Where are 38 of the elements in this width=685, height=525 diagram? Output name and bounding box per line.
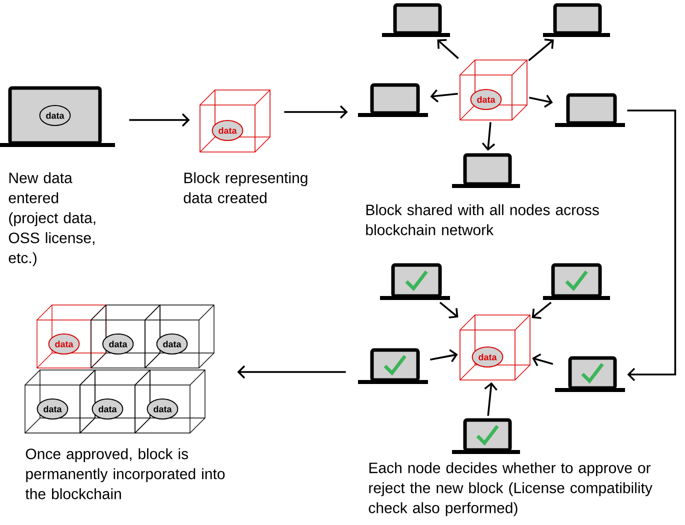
arrow — [528, 38, 554, 62]
arrow — [430, 89, 458, 103]
arrow — [237, 365, 346, 379]
block-cube: data — [460, 314, 530, 380]
node-label: Block representing data created — [184, 172, 308, 204]
node-label: data — [163, 340, 182, 348]
laptop-icon — [380, 263, 450, 300]
node-label: data — [98, 406, 117, 412]
arrow — [482, 122, 496, 151]
node-label: data — [55, 340, 74, 348]
arrow — [484, 382, 498, 416]
arrow — [439, 302, 458, 318]
laptop-icon — [543, 3, 610, 37]
arrow — [430, 349, 458, 362]
laptop-icon — [555, 93, 625, 127]
arrow — [532, 353, 554, 366]
laptop-icon — [382, 3, 450, 37]
arrow — [284, 105, 348, 119]
arrow — [528, 94, 553, 108]
laptop-icon — [358, 83, 428, 117]
arrow — [532, 302, 552, 319]
description: Block shared with all nodes across blockchain network — [366, 204, 599, 236]
arrow — [437, 39, 459, 60]
description: Each node decides whether to approve or reject the new block (License compatibility check also performed) — [368, 462, 652, 516]
laptop-icon — [358, 348, 428, 384]
node-label: New data entered (project data, OSS license, etc.) — [8, 172, 96, 266]
node-label: data — [154, 406, 172, 412]
arrow — [627, 110, 676, 382]
laptop-icon — [452, 418, 520, 454]
node-label: data — [109, 340, 128, 348]
laptop-icon — [543, 263, 610, 300]
laptop-icon — [555, 356, 625, 392]
node-label: Once approved, block is permanently incorporated into the blockchain — [25, 448, 225, 500]
arrow — [129, 113, 190, 127]
block-cube: data — [460, 60, 528, 120]
blockchain-drawing: data data data data data data — [24, 304, 214, 434]
block-cube: data — [200, 90, 270, 152]
laptop-icon — [452, 153, 520, 188]
